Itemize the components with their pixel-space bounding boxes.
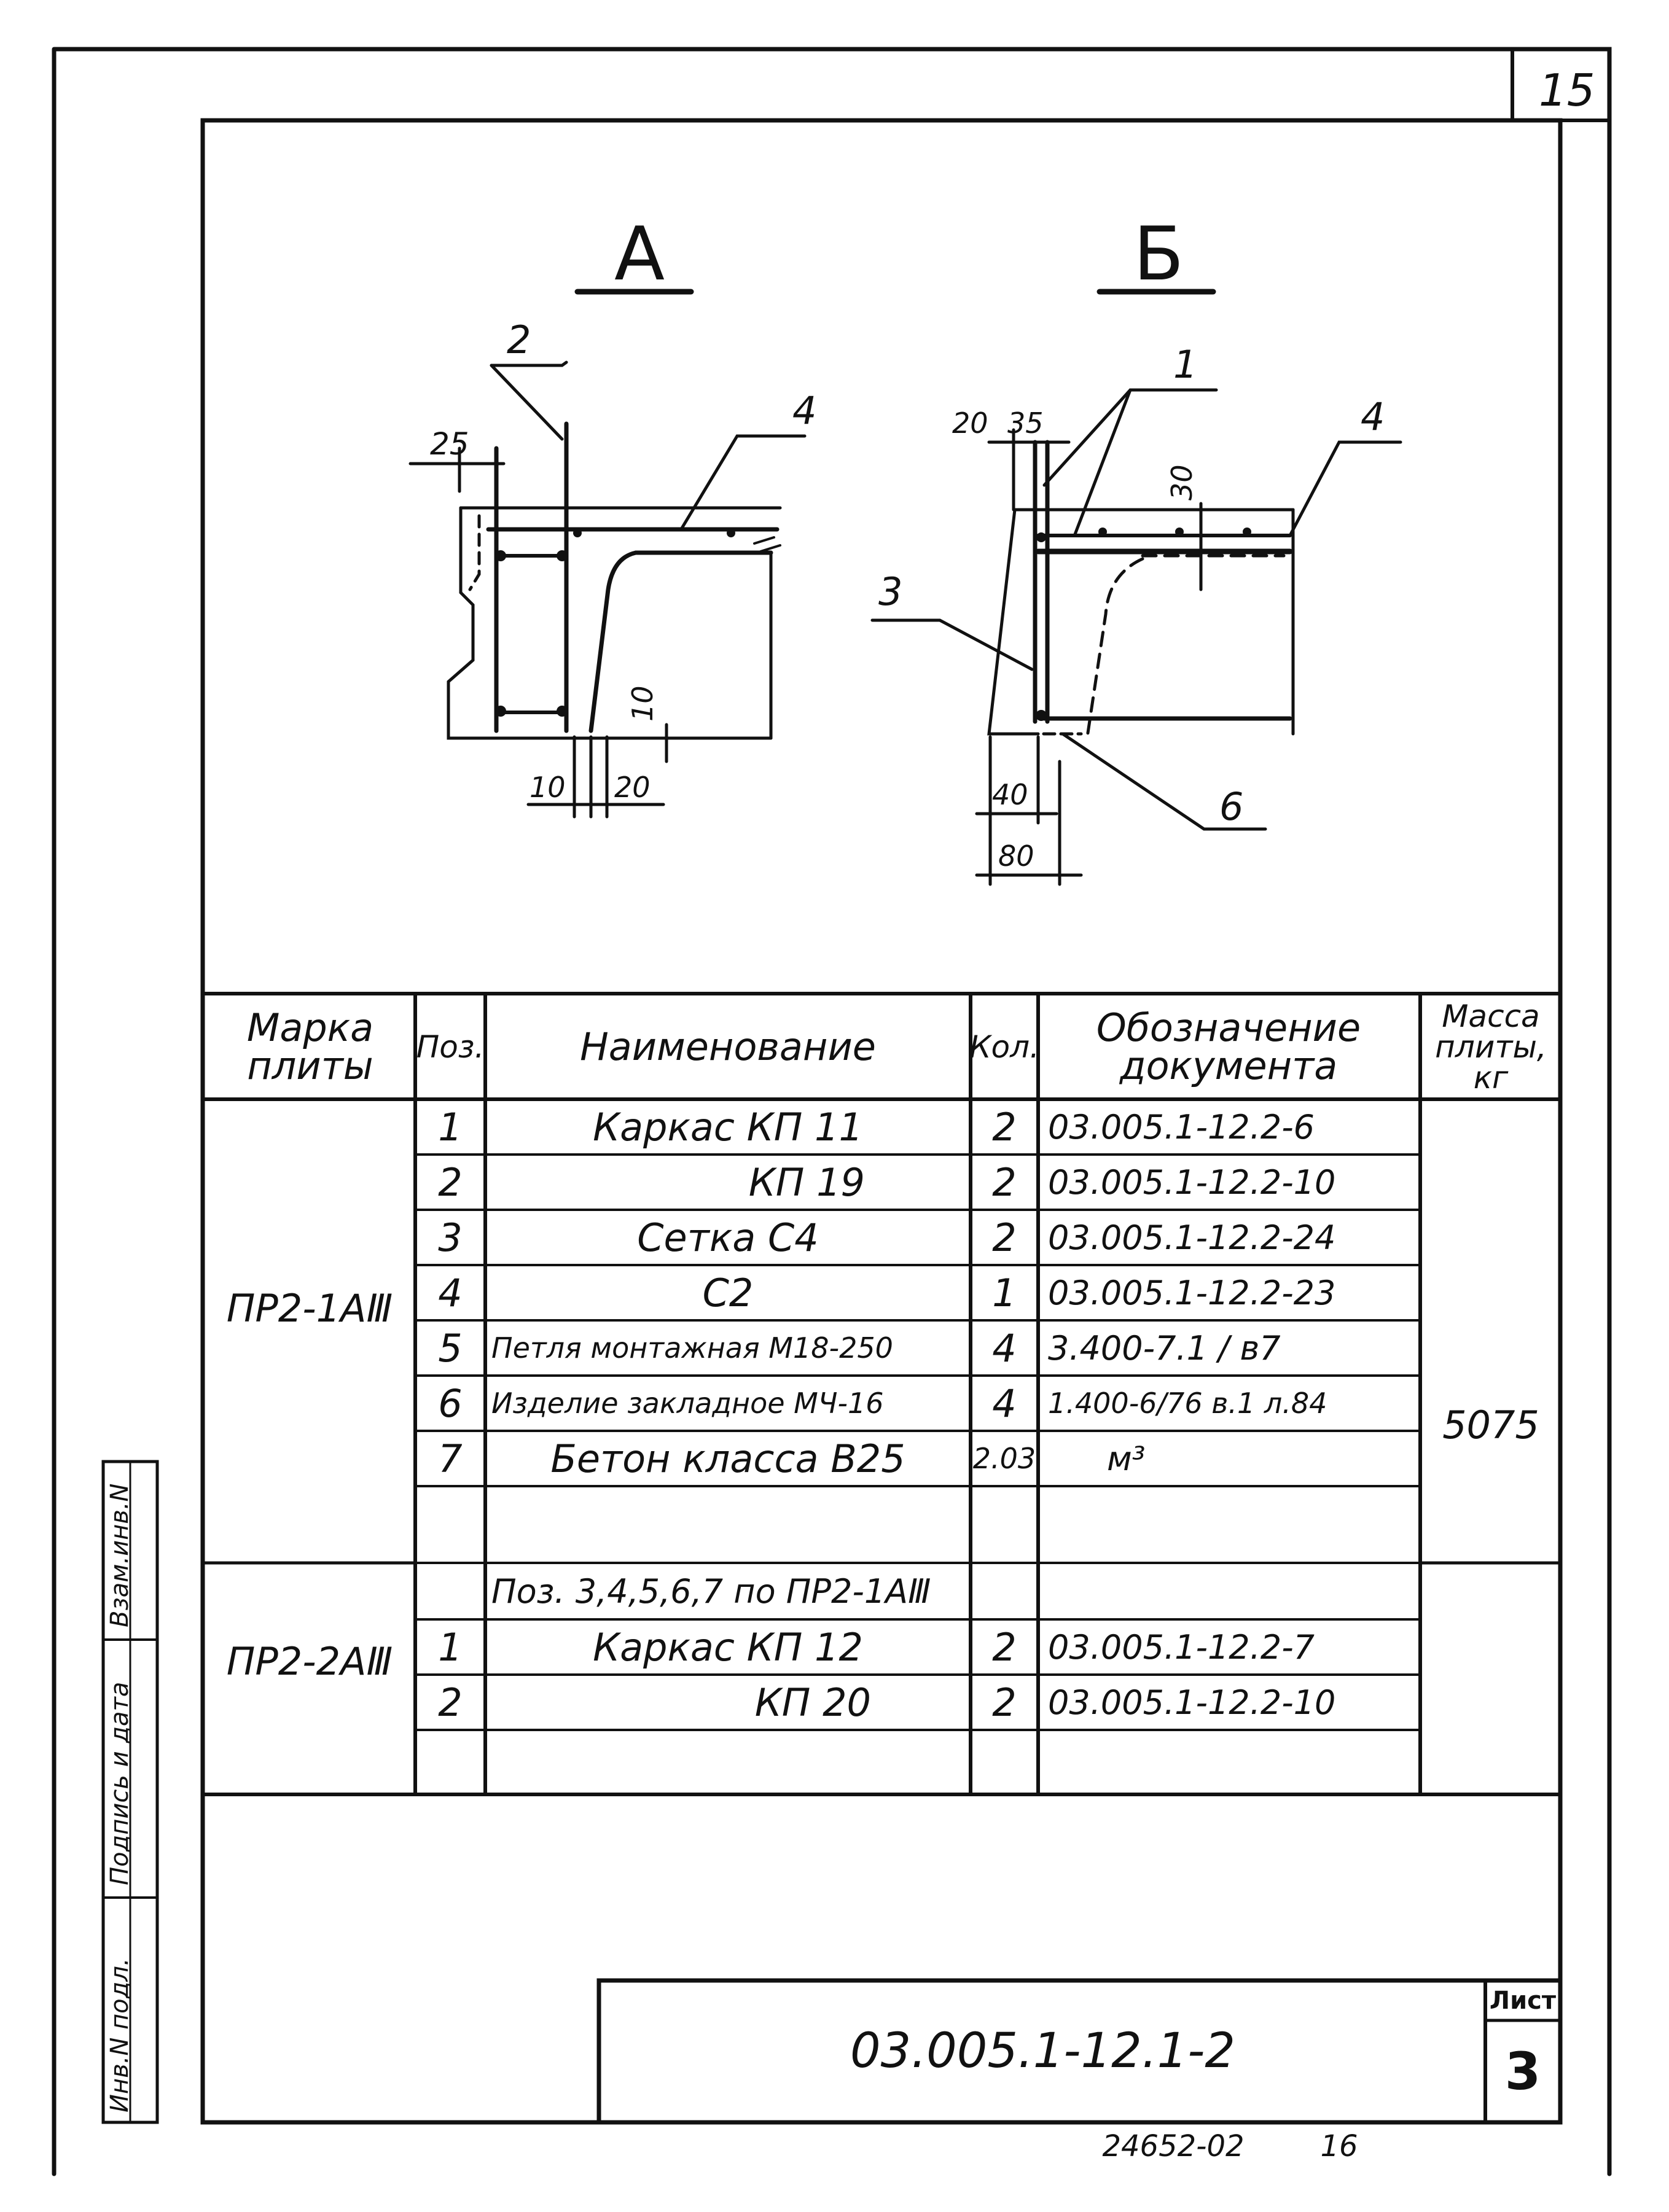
g1-row3-pos: 3 [438,1215,463,1260]
stamp-sign-date: Подпись и дата [106,1681,134,1885]
g1-row6-name: Изделие закладное МЧ-16 [491,1387,884,1420]
footer-archive-no: 24652-02 [1102,2129,1245,2163]
g1-row7-doc: м³ [1107,1439,1146,1478]
corner-number: 15 [1539,64,1595,116]
g1-row6-pos: 6 [438,1381,463,1426]
header-mass: Масса плиты, кг [1435,999,1547,1096]
view-a-section [408,289,807,819]
g1-row6-doc: 1.400-6/76 в.1 л.84 [1048,1387,1327,1420]
view-b-callout-1: 1 [1173,342,1197,387]
g1-row5-qty: 4 [992,1325,1017,1371]
g1-row3-name: Сетка С4 [637,1215,819,1260]
g1-row2-qty: 2 [992,1159,1017,1205]
g1-row4-qty: 1 [992,1270,1017,1315]
g2-row2-name: КП 20 [754,1680,871,1725]
view-b-callout-3: 3 [878,569,902,614]
footer-page: 16 [1320,2129,1358,2163]
g1-row4-pos: 4 [438,1270,463,1315]
group2-mark: ПР2-2АⅢ [226,1638,393,1684]
g2-row2-doc: 03.005.1-12.2-10 [1048,1683,1336,1722]
g1-row1-doc: 03.005.1-12.2-6 [1048,1107,1315,1147]
g1-row4-name: С2 [702,1270,754,1315]
g1-row1-qty: 2 [992,1104,1017,1150]
g1-row2-name: КП 19 [748,1159,865,1205]
view-b-title: Б [1133,212,1184,297]
header-pos: Поз. [416,1029,484,1065]
title-doc-code: 03.005.1-12.1-2 [850,2023,1235,2079]
view-b-dim-35: 35 [1007,407,1044,440]
g1-row7-qty: 2.03 [972,1442,1036,1475]
g2-row1-name: Каркас КП 12 [593,1624,863,1670]
header-mark: Марка плиты [246,1005,374,1088]
g2-row2-qty: 2 [992,1680,1017,1725]
view-b-callout-6: 6 [1219,784,1243,829]
header-doc: Обозначение документа [1096,1005,1361,1088]
g1-row6-qty: 4 [992,1381,1017,1426]
g1-row1-pos: 1 [438,1104,463,1150]
g2-row2-pos: 2 [438,1680,463,1725]
group1-mark: ПР2-1АⅢ [226,1285,393,1331]
g1-row3-doc: 03.005.1-12.2-24 [1048,1218,1336,1257]
view-b-section [870,289,1402,886]
g1-row7-name: Бетон класса В25 [550,1436,905,1481]
g1-row5-doc: 3.400-7.1 / в7 [1048,1328,1281,1368]
g1-row2-doc: 03.005.1-12.2-10 [1048,1162,1336,1202]
g2-row1-qty: 2 [992,1624,1017,1670]
stamp-vzam-inv: Взам.инв.N [106,1483,134,1627]
view-b-dim-20: 20 [952,407,988,440]
view-a-title: А [614,212,665,297]
title-block-lines [596,1978,1563,2125]
view-b-dim-40: 40 [992,778,1028,811]
g1-row5-name: Петля монтажная М18-250 [491,1331,893,1365]
view-b-dim-30: 30 [1165,464,1198,500]
view-a-dim-10: 10 [530,771,566,804]
g1-row1-name: Каркас КП 11 [593,1104,863,1150]
g2-row1-doc: 03.005.1-12.2-7 [1048,1627,1315,1667]
view-b-callout-4: 4 [1361,394,1385,439]
view-a-callout-2: 2 [507,317,531,362]
table-grid [201,992,1562,1796]
title-sheet-no: 3 [1504,2041,1541,2101]
outer-frame [52,47,1612,2176]
stamp-inv-no: Инв.N подл. [106,1958,134,2113]
view-a-callout-4: 4 [792,388,816,433]
view-a-rebar-dots [495,529,735,717]
header-name: Наименование [580,1024,876,1069]
title-sheet-label: Лист [1489,1987,1557,2015]
g1-row3-qty: 2 [992,1215,1017,1260]
g1-row5-pos: 5 [438,1325,463,1371]
view-a-dim-10v: 10 [626,685,659,722]
group2-note: Поз. 3,4,5,6,7 по ПР2-1АⅢ [491,1571,931,1611]
g2-row1-pos: 1 [438,1624,463,1670]
view-a-dim-20: 20 [614,771,651,804]
header-qty: Кол. [972,1029,1037,1065]
view-b-rebar-dots [1036,528,1251,721]
view-a-dim-25: 25 [430,426,469,462]
group1-mass: 5075 [1442,1402,1539,1447]
view-b-dim-80: 80 [998,839,1034,873]
g1-row2-pos: 2 [438,1159,463,1205]
g1-row4-doc: 03.005.1-12.2-23 [1048,1273,1336,1312]
g1-row7-pos: 7 [438,1436,463,1481]
